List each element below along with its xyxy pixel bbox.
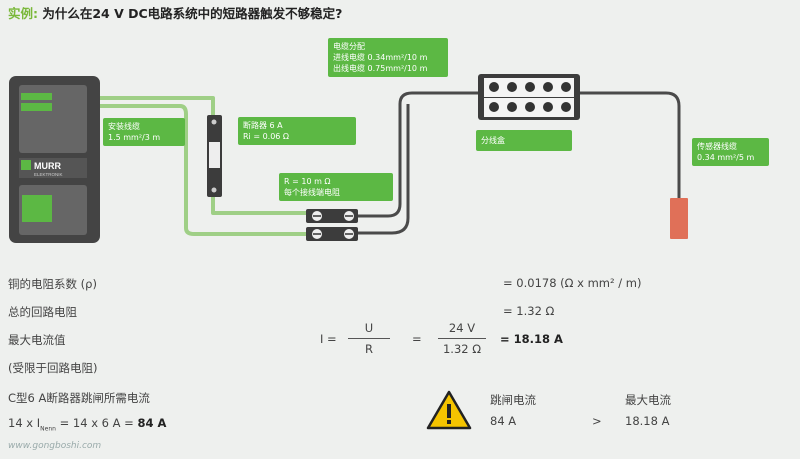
loop-value: = 1.32 Ω [503, 304, 555, 318]
junction-box [478, 74, 580, 120]
loop-label: 总的回路电阻 [8, 305, 77, 319]
formula-result: = 18.18 A [500, 332, 563, 346]
fraction-values: 24 V 1.32 Ω [438, 321, 486, 356]
label-breaker: 断路器 6 A Ri = 0.06 Ω [238, 117, 356, 145]
fraction-denominator: R [365, 342, 373, 356]
label-install-cable: 安装线缆 1.5 mm²/3 m [103, 118, 185, 146]
murr-logo-text: MURR [34, 161, 61, 171]
terminal-upper [306, 209, 358, 223]
terminal-lower [306, 227, 358, 241]
rho-label: 铜的电阻系数 (ρ) [8, 277, 97, 291]
limited-label: (受限于回路电阻) [8, 361, 98, 375]
max-label: 最大电流值 [8, 333, 66, 347]
murr-logo-mark [21, 160, 31, 170]
fraction-numerator-value: 24 V [448, 321, 476, 335]
fraction-u-r: U R [348, 321, 390, 356]
device-port-top [21, 93, 52, 100]
max-header: 最大电流 [625, 393, 671, 407]
rho-value: = 0.0178 (Ω x mm² / m) [503, 276, 642, 290]
device-green-block [22, 195, 52, 222]
page-title: 实例: 为什么在24 V DC电路系统中的短路器触发不够稳定? [8, 3, 342, 22]
title-text: 为什么在24 V DC电路系统中的短路器触发不够稳定? [42, 6, 343, 21]
formula-i: I = [320, 332, 337, 346]
label-box: 分线盒 [476, 130, 572, 151]
label-terminal: R = 10 m Ω 每个接线端电阻 [279, 173, 393, 201]
trip-value: 84 A [490, 414, 517, 428]
green-wire-lower [52, 104, 310, 236]
compare-operator: > [592, 414, 602, 428]
trip-formula: 14 x INenn = 14 x 6 A = 84 A [8, 416, 167, 433]
fraction-denominator-value: 1.32 Ω [442, 342, 482, 356]
trip-label: C型6 A断路器跳闸所需电流 [8, 391, 150, 405]
sensor-wire [578, 91, 681, 200]
breaker-lever [209, 142, 220, 168]
murr-logo-sub: ELEKTRONIK [34, 172, 63, 177]
label-sensor-cable: 传感器线缆 0.34 mm²/5 m [692, 138, 769, 166]
device-port-bottom [21, 103, 52, 111]
dark-wire-lower [355, 104, 410, 235]
formula-eq: = [412, 332, 422, 346]
murr-logo-bg [19, 158, 87, 178]
device-upper-panel [19, 85, 87, 153]
sensor [670, 198, 688, 239]
dark-wire-upper [355, 91, 480, 218]
trip-header: 跳闸电流 [490, 393, 536, 407]
label-distribution: 电缆分配 进线电缆 0.34mm²/10 m 出线电缆 0.75mm²/10 m [328, 38, 448, 77]
title-prefix: 实例: [8, 6, 38, 21]
watermark: www.gongboshi.com [8, 441, 102, 451]
max-value: 18.18 A [625, 414, 670, 428]
fraction-numerator: U [364, 321, 374, 335]
